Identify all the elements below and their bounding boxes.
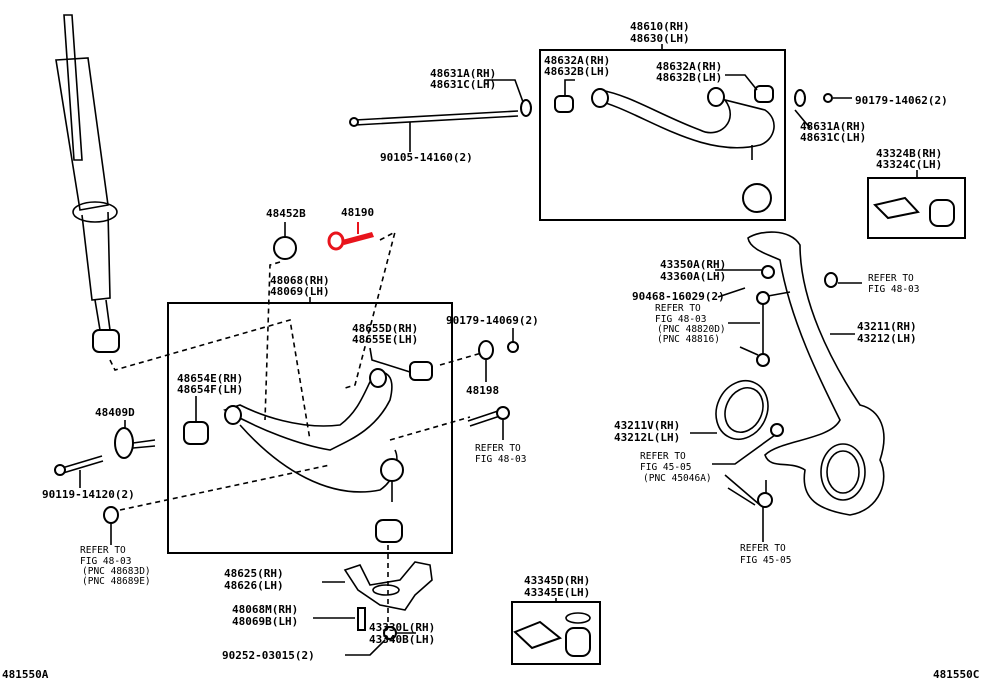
bolt-icon — [770, 423, 784, 437]
label-knuckle-nut-lh: 43360A(LH) — [660, 270, 726, 283]
ref-hub-1[interactable]: REFER TO — [640, 451, 686, 462]
dust-cover[interactable] — [707, 372, 778, 448]
label-upper-bush-right-lh: 48632B(LH) — [656, 71, 722, 84]
ref-tie-rod-2[interactable]: FIG 45-05 — [740, 555, 791, 566]
label-upper-washer-right-lh: 48631C(LH) — [800, 131, 866, 144]
label-boot-kit-upper-rh: 43324B(RH) — [876, 147, 942, 160]
nut-icon — [103, 506, 119, 524]
label-dust-cover-lh: 43212L(LH) — [614, 431, 680, 444]
figure-code-right: 481550C — [933, 668, 979, 681]
label-lower-bush-front-rh: 48654E(RH) — [177, 372, 243, 385]
label-ball-joint-nut-rh: 43330L(RH) — [369, 621, 435, 634]
bushing-icon — [754, 85, 774, 103]
nut-icon — [761, 265, 775, 279]
ref-lower-bolt-1[interactable]: REFER TO — [475, 443, 521, 454]
label-cotter-pin: 90252-03015(2) — [222, 649, 315, 662]
label-upper-bush-right-rh: 48632A(RH) — [656, 60, 722, 73]
ref-stab-link-2[interactable]: FIG 48-03 — [655, 314, 706, 325]
ref-stab-nut-3: (PNC 48683D) — [82, 566, 151, 577]
label-knuckle-lh: 43212(LH) — [857, 332, 917, 345]
label-lower-bush-rear-rh: 48655D(RH) — [352, 322, 418, 335]
label-ball-joint-bolt-lh: 48069B(LH) — [232, 615, 298, 628]
bolt-icon — [467, 410, 501, 427]
bolt-icon — [357, 607, 366, 631]
label-lower-bush-front-lh: 48654F(LH) — [177, 383, 243, 396]
label-upper-washer-left-lh: 48631C(LH) — [430, 78, 496, 91]
label-ball-joint-nut-lh: 43340B(LH) — [369, 633, 435, 646]
nut-icon — [824, 272, 838, 288]
label-lower-nut: 90179-14069(2) — [446, 314, 539, 327]
label-upper-bush-left-lh: 48632B(LH) — [544, 65, 610, 78]
ref-knuckle-bolt-2[interactable]: FIG 48-03 — [868, 284, 919, 295]
label-boot-kit-upper-lh: 43324C(LH) — [876, 158, 942, 171]
label-upper-nut: 90179-14062(2) — [855, 94, 948, 107]
ref-stab-link-1[interactable]: REFER TO — [655, 303, 701, 314]
label-dust-cover-rh: 43211V(RH) — [614, 419, 680, 432]
plate-icon — [478, 340, 494, 360]
label-knuckle-pin: 90468-16029(2) — [632, 290, 725, 303]
bolt-icon — [61, 455, 104, 474]
ref-stab-nut-2[interactable]: FIG 48-03 — [80, 556, 131, 567]
washer-icon — [520, 99, 532, 117]
ref-stab-nut-4: (PNC 48689E) — [82, 576, 151, 587]
ref-stab-nut-1[interactable]: REFER TO — [80, 545, 126, 556]
ref-hub-3: (PNC 45046A) — [643, 473, 712, 484]
nut-icon — [823, 93, 833, 103]
label-upper-washer-left-rh: 48631A(RH) — [430, 67, 496, 80]
ref-stab-link-4: (PNC 48816) — [657, 334, 720, 345]
ref-lower-bolt-2[interactable]: FIG 48-03 — [475, 454, 526, 465]
label-ball-joint-lh: 48626(LH) — [224, 579, 284, 592]
label-cam-washer: 48409D — [95, 406, 135, 419]
label-ball-joint-bolt-rh: 48068M(RH) — [232, 603, 298, 616]
label-upper-arm-rh: 48610(RH) — [630, 20, 690, 33]
label-knuckle-nut-rh: 43350A(RH) — [660, 258, 726, 271]
upper-bolt — [354, 110, 519, 126]
label-lower-plate: 48198 — [466, 384, 499, 397]
stabilizer-link — [739, 291, 791, 367]
lower-control-arm[interactable] — [223, 368, 404, 502]
label-cam-bolt: 48190 — [341, 206, 374, 219]
tie-rod-end — [724, 474, 773, 508]
ref-stab-link-3: (PNC 48820D) — [657, 324, 726, 335]
label-lower-arm-lh: 48069(LH) — [270, 285, 330, 298]
label-upper-arm-lh: 48630(LH) — [630, 32, 690, 45]
bushing-icon — [183, 421, 209, 445]
label-lower-bolt: 90119-14120(2) — [42, 488, 135, 501]
nut-icon — [507, 341, 519, 353]
upper-control-arm[interactable] — [591, 87, 775, 160]
label-upper-bolt: 90105-14160(2) — [380, 151, 473, 164]
label-knuckle-rh: 43211(RH) — [857, 320, 917, 333]
cam-washer-icon — [114, 427, 134, 459]
label-cam-plate: 48452B — [266, 207, 306, 220]
label-ball-joint-rh: 48625(RH) — [224, 567, 284, 580]
label-lower-arm-rh: 48068(RH) — [270, 274, 330, 287]
shock-absorber — [55, 14, 120, 353]
label-lower-bush-rear-lh: 48655E(LH) — [352, 333, 418, 346]
label-upper-bush-left-rh: 48632A(RH) — [544, 54, 610, 67]
ball-joint[interactable] — [343, 561, 433, 611]
cam-bolt-highlighted[interactable] — [327, 222, 374, 251]
ref-tie-rod-1[interactable]: REFER TO — [740, 543, 786, 554]
washer-icon — [794, 89, 806, 107]
boot-icon — [742, 183, 772, 213]
steering-knuckle[interactable] — [747, 231, 885, 516]
label-boot-kit-lower-lh: 43345E(LH) — [524, 586, 590, 599]
ref-knuckle-bolt-1[interactable]: REFER TO — [868, 273, 914, 284]
ball-joint-boot-icon — [375, 519, 403, 543]
bushing-icon — [409, 361, 433, 381]
ref-hub-2[interactable]: FIG 45-05 — [640, 462, 691, 473]
cam-plate-icon — [273, 236, 297, 260]
bushing-icon — [554, 95, 574, 113]
figure-code-left: 481550A — [2, 668, 49, 681]
label-boot-kit-lower-rh: 43345D(RH) — [524, 574, 590, 587]
label-upper-washer-right-rh: 48631A(RH) — [800, 120, 866, 133]
